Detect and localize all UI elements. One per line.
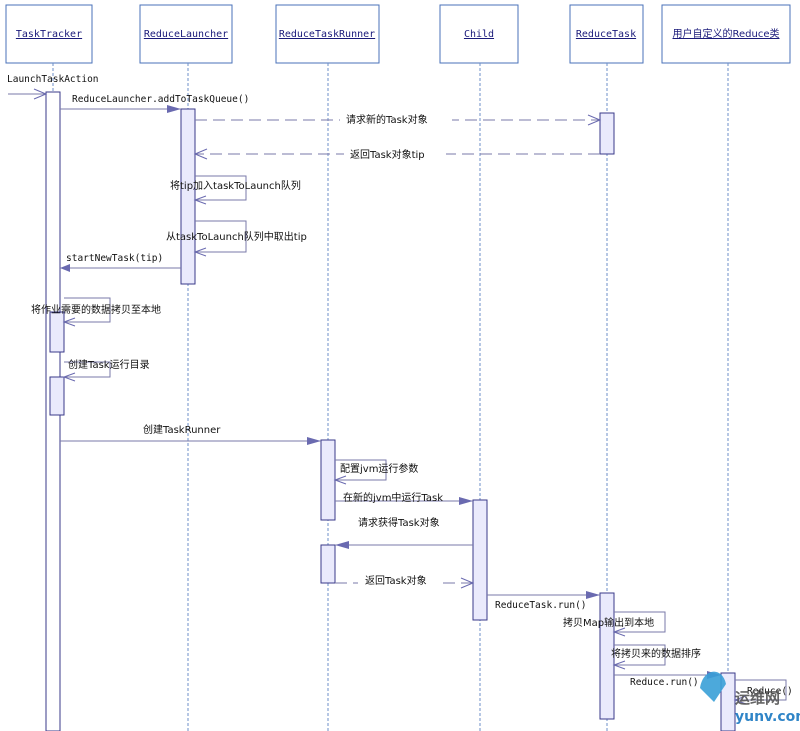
watermark-drop-icon xyxy=(700,671,726,702)
msg-reduce-self: Reduce() xyxy=(733,679,793,705)
msg-create-dir-self: 创建Task运行目录 xyxy=(62,358,150,382)
msg-label-create-runner: 创建TaskRunner xyxy=(143,423,221,436)
msg-take-tip-self: 从taskToLaunch队列中取出tip xyxy=(166,220,307,257)
msg-run-new-jvm: 在新的jvm中运行Task xyxy=(335,491,473,505)
msg-label-copy-local: 将作业需要的数据拷贝至本地 xyxy=(31,303,161,316)
msg-label-add-queue: ReduceLauncher.addToTaskQueue() xyxy=(72,94,249,105)
msg-return-task: 返回Task对象 xyxy=(335,574,475,589)
msg-label-get-task: 请求获得Task对象 xyxy=(358,516,440,529)
actor-label-child: Child xyxy=(464,29,494,40)
msg-label-sort: 将拷贝来的数据排序 xyxy=(611,647,701,660)
activation-child xyxy=(472,499,488,621)
msg-label-launch: LaunchTaskAction xyxy=(7,74,99,85)
msg-label-take-tip: 从taskToLaunch队列中取出tip xyxy=(166,230,307,243)
activation-reducetask-1 xyxy=(599,112,615,155)
actor-label-reducelauncher: ReduceLauncher xyxy=(144,29,228,40)
msg-label-config-jvm: 配置jvm运行参数 xyxy=(340,462,418,475)
lifeline-user-reduce: 用户自定义的Reduce类 xyxy=(661,4,791,731)
msg-label-reduce-run: ReduceTask.run() xyxy=(495,600,587,611)
watermark-top-text: 运维网 xyxy=(735,689,780,707)
activation-tasktracker-copy xyxy=(49,311,65,353)
msg-label-copy-map: 拷贝Map输出到本地 xyxy=(563,616,654,629)
msg-label-reduce-run2: Reduce.run() xyxy=(630,677,699,688)
msg-return-tip: 返回Task对象tip xyxy=(193,146,600,161)
msg-copy-local-self: 将作业需要的数据拷贝至本地 xyxy=(31,297,161,327)
actor-label-tasktracker: TaskTracker xyxy=(16,29,82,40)
activation-runner-2 xyxy=(320,544,336,584)
msg-add-tip-self: 将tip加入taskToLaunch队列 xyxy=(170,175,301,205)
actor-label-user-reduce: 用户自定义的Reduce类 xyxy=(673,27,780,40)
msg-get-task: 请求获得Task对象 xyxy=(335,516,473,549)
msg-label-return-tip: 返回Task对象tip xyxy=(350,148,425,161)
activation-reducetask-2 xyxy=(599,592,615,720)
actor-label-reducetaskrunner: ReduceTaskRunner xyxy=(279,29,375,40)
msg-create-task-runner: 创建TaskRunner xyxy=(60,423,321,445)
msg-copy-map-self: 拷贝Map输出到本地 xyxy=(563,611,666,637)
msg-request-new-task: 请求新的Task对象 xyxy=(195,112,602,126)
activation-reducelauncher xyxy=(180,108,196,285)
watermark-logo: 运维网 yunv.com xyxy=(700,671,800,725)
msg-label-create-dir: 创建Task运行目录 xyxy=(68,358,150,371)
msg-label-return-task: 返回Task对象 xyxy=(365,574,427,587)
msg-reduce-task-run: ReduceTask.run() xyxy=(487,591,600,611)
msg-start-new-task: startNewTask(tip) xyxy=(60,253,181,272)
msg-label-reduce-call: Reduce() xyxy=(747,686,793,697)
activation-tasktracker-dir xyxy=(49,376,65,416)
msg-add-to-task-queue: ReduceLauncher.addToTaskQueue() xyxy=(60,94,249,113)
activation-user-reduce xyxy=(720,672,736,731)
msg-sort-self: 将拷贝来的数据排序 xyxy=(611,644,701,670)
activation-runner-1 xyxy=(320,439,336,521)
lifeline-reducetaskrunner: ReduceTaskRunner xyxy=(275,4,380,731)
watermark-bottom-text: yunv.com xyxy=(735,709,800,725)
msg-config-jvm-self: 配置jvm运行参数 xyxy=(333,459,418,485)
msg-label-run-new-jvm: 在新的jvm中运行Task xyxy=(343,491,443,504)
msg-label-request-task: 请求新的Task对象 xyxy=(346,113,428,126)
msg-label-start-new-task: startNewTask(tip) xyxy=(66,253,163,264)
msg-label-add-tip: 将tip加入taskToLaunch队列 xyxy=(170,179,301,192)
actor-label-reducetask: ReduceTask xyxy=(576,29,636,40)
msg-launch-task-action: LaunchTaskAction xyxy=(7,74,99,100)
